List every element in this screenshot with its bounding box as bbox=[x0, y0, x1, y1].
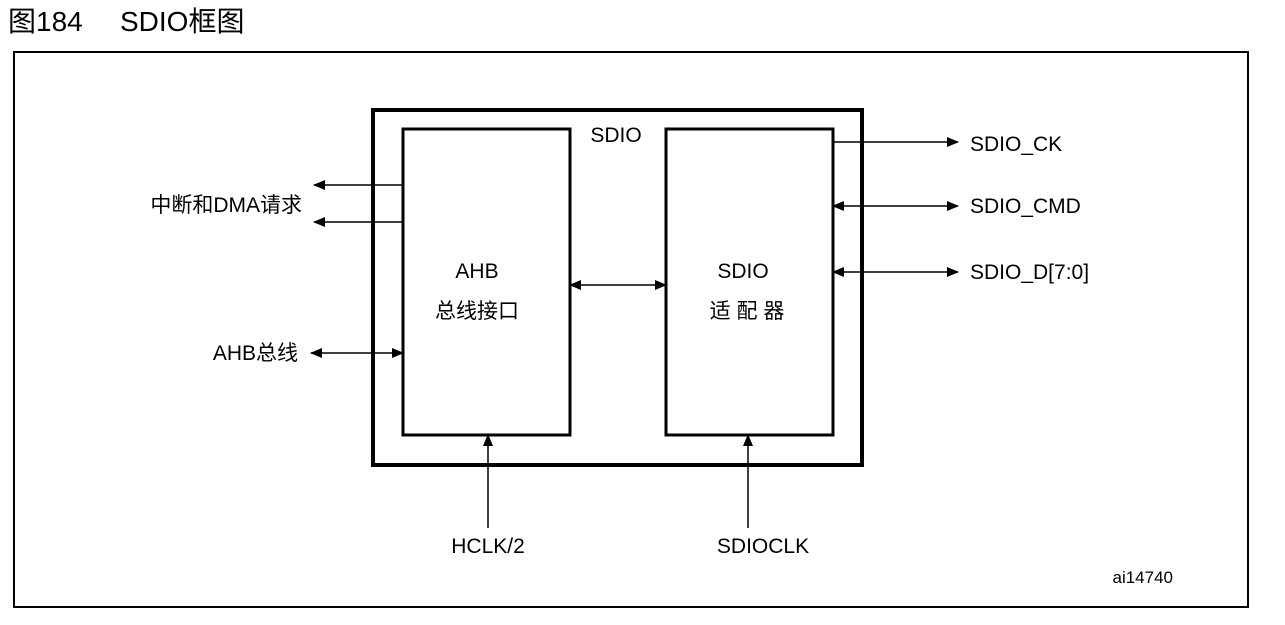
sdio-outer-label: SDIO bbox=[590, 124, 641, 147]
sdio-cmd-label: SDIO_CMD bbox=[970, 195, 1081, 218]
figure-caption: 图184 SDIO框图 bbox=[8, 4, 244, 40]
figure-id: ai14740 bbox=[1112, 568, 1173, 587]
sdio-ck-label: SDIO_CK bbox=[970, 133, 1062, 156]
ahb-bus-label: AHB总线 bbox=[213, 342, 298, 365]
sdio-d-label: SDIO_D[7:0] bbox=[970, 261, 1089, 284]
sdio-outer-block bbox=[371, 108, 864, 467]
sdio-adapter-label-line2: 适 配 器 bbox=[710, 300, 785, 323]
ahb-interface-label-line2: 总线接口 bbox=[435, 300, 519, 323]
figure-title: SDIO框图 bbox=[120, 6, 245, 37]
sdioclk-label: SDIOCLK bbox=[717, 535, 809, 558]
hclk-label: HCLK/2 bbox=[451, 535, 525, 558]
figure-number: 图184 bbox=[8, 6, 83, 37]
ahb-interface-label-line1: AHB bbox=[455, 260, 498, 283]
sdio-adapter-label-line1: SDIO bbox=[717, 260, 768, 283]
interrupt-dma-label: 中断和DMA请求 bbox=[150, 194, 302, 217]
diagram-frame bbox=[13, 51, 1249, 608]
